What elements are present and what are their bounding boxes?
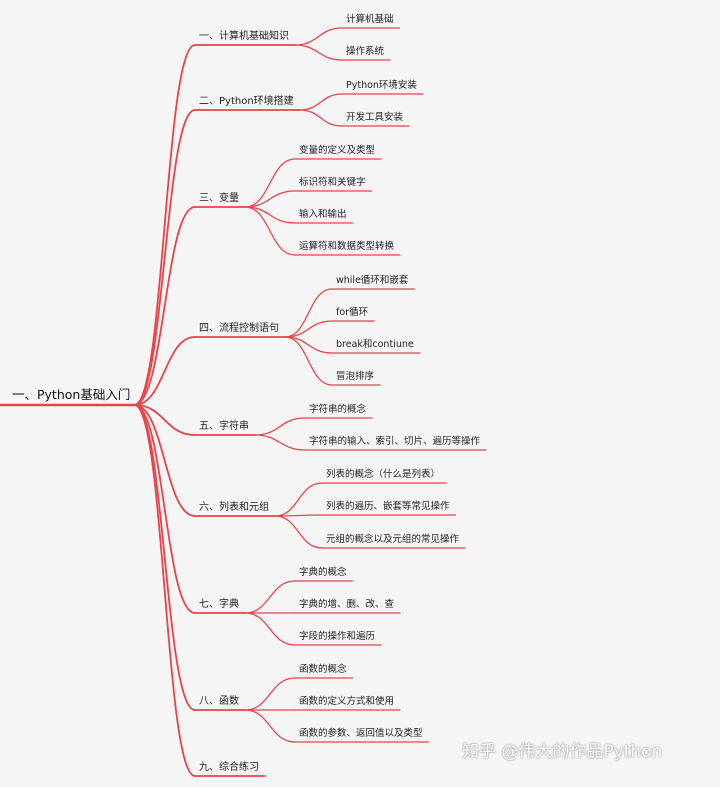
branch-5[interactable]: 五、字符串: [199, 421, 249, 432]
mindmap-root[interactable]: 一、Python基础入门: [12, 387, 131, 402]
leaf-5-1[interactable]: 字符串的概念: [309, 404, 367, 415]
branch-4[interactable]: 四、流程控制语句: [199, 323, 279, 334]
leaf-3-1[interactable]: 变量的定义及类型: [299, 145, 376, 156]
leaf-1-2-connector: [294, 44, 343, 61]
leaf-4-4-connector: [284, 336, 333, 386]
leaf-7-2[interactable]: 字典的增、删、改、查: [299, 599, 395, 610]
branch-9[interactable]: 九、综合练习: [199, 762, 259, 773]
leaf-6-1[interactable]: 列表的概念（什么是列表）: [326, 469, 441, 480]
branch-3-connector: [133, 206, 196, 406]
leaf-2-1[interactable]: Python环境安装: [346, 80, 417, 91]
leaf-8-1[interactable]: 函数的概念: [299, 664, 347, 675]
branch-9-connector: [133, 404, 196, 777]
branch-7[interactable]: 七、字典: [199, 599, 239, 610]
leaf-3-4-connector: [244, 206, 296, 256]
leaf-5-1-connector: [254, 417, 306, 436]
leaf-6-3[interactable]: 元组的概念以及元组的常见操作: [326, 534, 460, 545]
leaf-2-2[interactable]: 开发工具安装: [346, 112, 404, 123]
branch-6[interactable]: 六、列表和元组: [199, 502, 269, 513]
leaf-8-2[interactable]: 函数的定义方式和使用: [299, 696, 395, 707]
leaf-3-1-connector: [244, 158, 296, 208]
leaf-1-2[interactable]: 操作系统: [346, 46, 385, 57]
watermark: 知乎 @伟大的作品Python: [462, 742, 663, 762]
leaf-3-2[interactable]: 标识符和关键字: [299, 177, 366, 188]
branch-1[interactable]: 一、计算机基础知识: [199, 31, 289, 42]
leaf-8-1-connector: [244, 677, 296, 711]
leaf-4-2-connector: [284, 320, 333, 338]
branch-1-connector: [133, 44, 196, 406]
branch-5-connector: [133, 404, 196, 436]
leaf-1-1[interactable]: 计算机基础: [346, 14, 394, 25]
branch-2[interactable]: 二、Python环境搭建: [199, 96, 294, 107]
leaf-4-1[interactable]: while循环和嵌套: [336, 275, 409, 286]
leaf-3-3[interactable]: 输入和输出: [299, 209, 347, 220]
leaf-4-1-connector: [284, 288, 333, 338]
branch-8-connector: [133, 404, 196, 711]
branch-4-connector: [133, 336, 196, 406]
leaf-7-1[interactable]: 字典的概念: [299, 567, 347, 578]
leaf-8-3[interactable]: 函数的参数、返回值以及类型: [299, 728, 423, 739]
leaf-7-1-connector: [244, 580, 296, 614]
leaf-6-1-connector: [274, 482, 323, 517]
leaf-2-1-connector: [299, 93, 343, 111]
leaf-5-2-connector: [254, 434, 306, 451]
leaf-3-2-connector: [244, 190, 296, 208]
branch-7-connector: [133, 404, 196, 614]
leaf-4-4[interactable]: 冒泡排序: [336, 371, 375, 382]
branch-6-connector: [133, 404, 196, 517]
leaf-6-2[interactable]: 列表的遍历、嵌套等常见操作: [326, 501, 450, 512]
leaf-7-3[interactable]: 字段的操作和遍历: [299, 631, 376, 642]
leaf-3-4[interactable]: 运算符和数据类型转换: [299, 241, 395, 252]
branch-2-connector: [133, 109, 196, 406]
leaf-4-2[interactable]: for循环: [336, 307, 369, 318]
leaf-1-1-connector: [294, 27, 343, 46]
branch-8[interactable]: 八、函数: [199, 696, 239, 707]
branch-3[interactable]: 三、变量: [199, 193, 239, 204]
leaf-7-3-connector: [244, 612, 296, 646]
leaf-5-2[interactable]: 字符串的输入、索引、切片、遍历等操作: [309, 436, 481, 447]
leaf-6-3-connector: [274, 515, 323, 549]
leaf-8-3-connector: [244, 709, 296, 743]
leaf-2-2-connector: [299, 109, 343, 127]
leaf-4-3[interactable]: break和contiune: [336, 339, 414, 350]
